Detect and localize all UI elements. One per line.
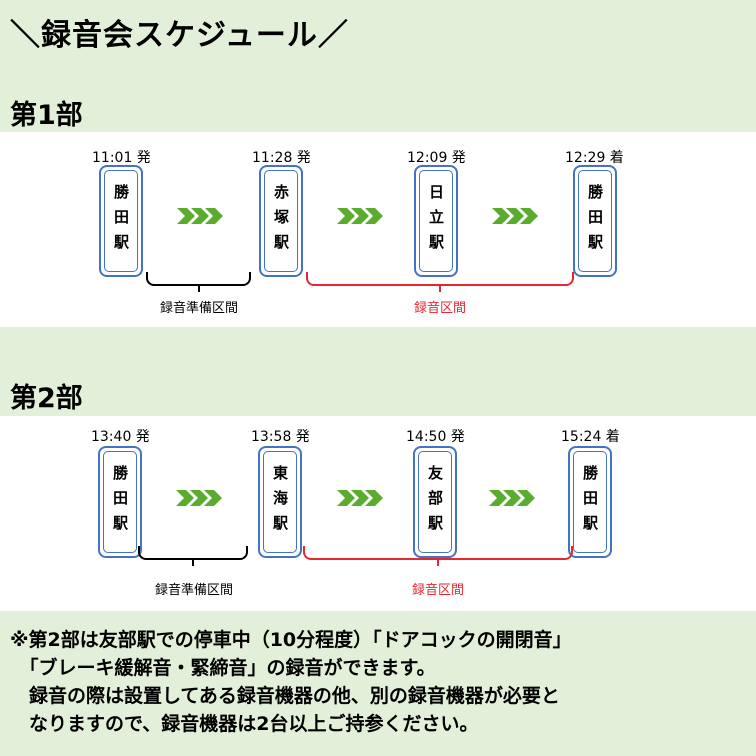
part1-station-4: 勝田駅 bbox=[573, 165, 617, 277]
station-name: 勝田駅 bbox=[586, 183, 604, 259]
prep-section-label: 録音準備区間 bbox=[159, 301, 239, 316]
notes: ※第2部は友部駅での停車中（10分程度）「ドアコックの開閉音」 「ブレーキ緩解音… bbox=[10, 626, 572, 738]
page-title: ＼録音会スケジュール／ bbox=[10, 18, 349, 53]
station-name: 友部駅 bbox=[426, 464, 444, 540]
part1-station-1: 勝田駅 bbox=[99, 165, 143, 277]
part2-time-2: 13:58 発 bbox=[251, 429, 310, 445]
chevron-arrow-icon bbox=[177, 208, 223, 224]
part1-time-2: 11:28 発 bbox=[252, 150, 311, 166]
note-line: なりますので、録音機器は2台以上ご持参ください。 bbox=[10, 713, 479, 735]
station-name: 東海駅 bbox=[271, 464, 289, 540]
recording-section-bracket bbox=[306, 272, 574, 292]
part1-panel: 11:01 発 11:28 発 12:09 発 12:29 着 勝田駅 赤塚駅 … bbox=[0, 132, 756, 327]
part2-panel: 13:40 発 13:58 発 14:50 発 15:24 着 勝田駅 東海駅 … bbox=[0, 416, 756, 611]
part2-time-3: 14:50 発 bbox=[406, 429, 465, 445]
chevron-arrow-icon bbox=[492, 208, 538, 224]
chevron-arrow-icon bbox=[337, 208, 383, 224]
chevron-arrow-icon bbox=[337, 490, 383, 506]
part1-station-3: 日立駅 bbox=[414, 165, 458, 277]
prep-section-bracket bbox=[146, 272, 251, 292]
part2-title: 第2部 bbox=[10, 383, 83, 414]
note-line: ※第2部は友部駅での停車中（10分程度）「ドアコックの開閉音」 bbox=[10, 629, 572, 651]
part2-time-1: 13:40 発 bbox=[91, 429, 150, 445]
note-line: 録音の際は設置してある録音機器の他、別の録音機器が必要と bbox=[10, 685, 560, 707]
recording-section-bracket bbox=[303, 546, 573, 566]
chevron-arrow-icon bbox=[176, 490, 222, 506]
prep-section-label: 録音準備区間 bbox=[154, 583, 234, 598]
recording-section-label: 録音区間 bbox=[411, 583, 465, 598]
recording-section-label: 録音区間 bbox=[413, 301, 467, 316]
part2-station-4: 勝田駅 bbox=[568, 446, 612, 558]
part1-station-2: 赤塚駅 bbox=[259, 165, 303, 277]
part2-station-2: 東海駅 bbox=[258, 446, 302, 558]
station-name: 勝田駅 bbox=[111, 464, 129, 540]
prep-section-bracket bbox=[138, 546, 248, 566]
part1-time-4: 12:29 着 bbox=[565, 150, 624, 166]
station-name: 勝田駅 bbox=[581, 464, 599, 540]
station-name: 日立駅 bbox=[427, 183, 445, 259]
station-name: 勝田駅 bbox=[112, 183, 130, 259]
part2-station-3: 友部駅 bbox=[413, 446, 457, 558]
chevron-arrow-icon bbox=[489, 490, 535, 506]
part1-title: 第1部 bbox=[10, 100, 83, 131]
part1-time-1: 11:01 発 bbox=[92, 150, 151, 166]
note-line: 「ブレーキ緩解音・緊締音」の録音ができます。 bbox=[10, 657, 436, 679]
part2-time-4: 15:24 着 bbox=[561, 429, 620, 445]
part1-time-3: 12:09 発 bbox=[407, 150, 466, 166]
part2-station-1: 勝田駅 bbox=[98, 446, 142, 558]
station-name: 赤塚駅 bbox=[272, 183, 290, 259]
